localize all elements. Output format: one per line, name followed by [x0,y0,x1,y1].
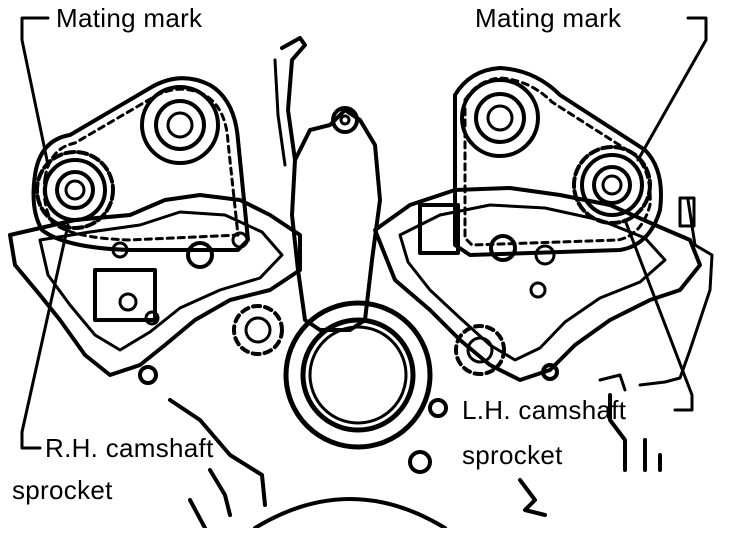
engine-block-right [373,186,702,382]
engine-block-left-inner [38,210,284,352]
engine-block-right-inner [398,203,667,362]
belt-left-inner [42,87,240,242]
leader-lh-sprocket [623,218,694,412]
right-idler-pulley [460,78,540,158]
dipstick-tube [280,36,307,162]
belt-left [31,76,250,252]
label-mating-mark-left: Mating mark [56,3,203,33]
leader-rh-sprocket [20,223,70,450]
right-tensioner [418,203,460,255]
lh-camshaft-sprocket [572,145,652,225]
crankshaft-pulley [283,300,433,450]
central-cover [290,108,382,332]
label-lh-sprocket: sprocket [462,440,563,470]
sensor-wire [638,198,714,387]
label-rh-camshaft: R.H. camshaft [45,433,214,463]
leader-mating-right [636,16,708,162]
left-lower-gear [232,304,284,356]
rh-camshaft-sprocket [35,150,115,230]
engine-block-left [8,193,302,377]
leader-mating-left [20,16,50,167]
right-lower-gear [454,324,506,376]
left-tensioner [93,268,157,322]
lower-cover-arc [253,497,447,530]
label-rh-sprocket: sprocket [12,475,113,505]
label-mating-mark-right: Mating mark [475,3,622,33]
cover-boss [331,106,359,134]
left-idler-pulley [140,85,220,165]
label-lh-camshaft: L.H. camshaft [462,395,627,425]
